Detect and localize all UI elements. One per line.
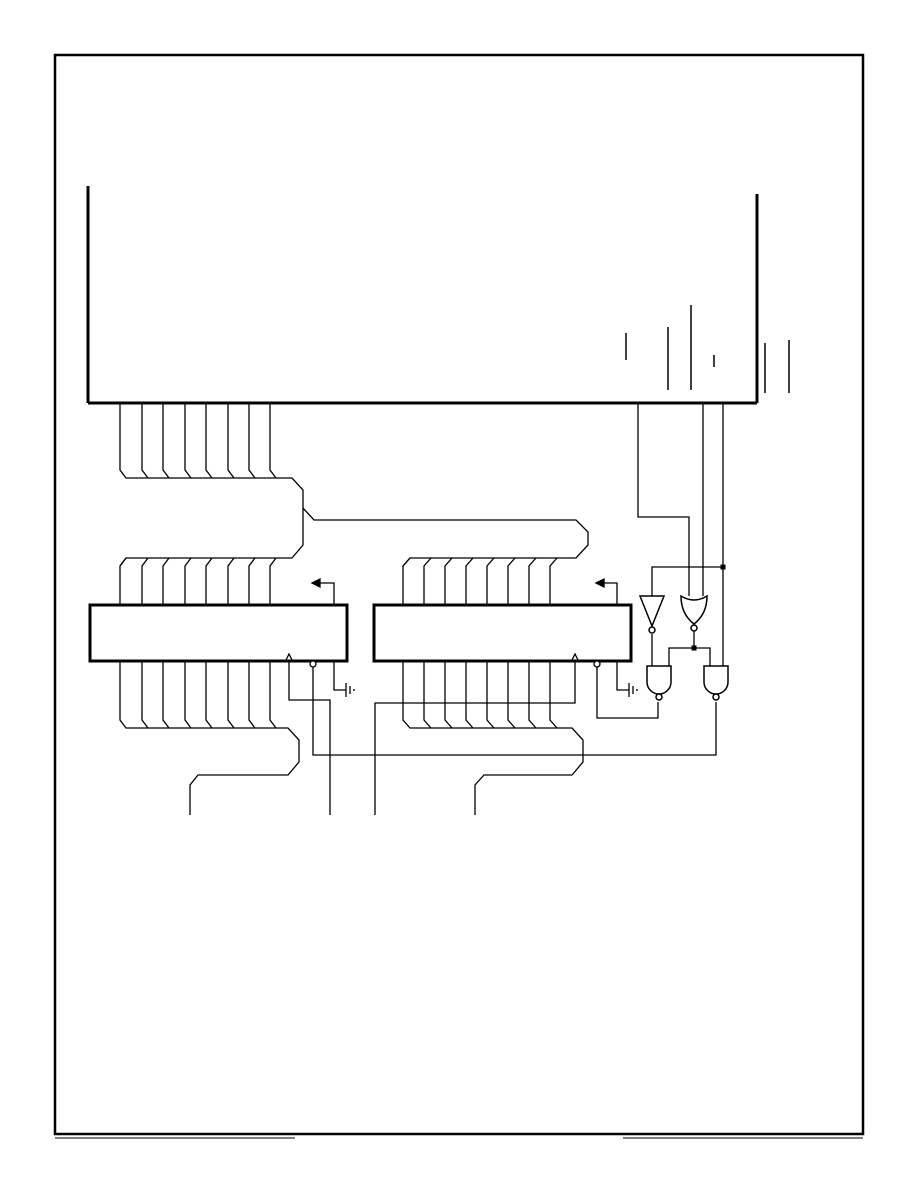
latch-2 <box>372 603 633 663</box>
latch-1-control <box>285 652 717 815</box>
or-gate <box>680 594 708 632</box>
data-bus-upper <box>119 403 589 605</box>
processor-pin-stubs <box>625 305 790 393</box>
arrow-latch-2 <box>594 577 618 605</box>
latch-2-control <box>374 652 659 815</box>
and-gate-right <box>703 665 729 701</box>
processor-block <box>86 186 759 405</box>
latch-1 <box>88 603 349 663</box>
latch-1-outputs <box>119 661 300 815</box>
arrow-latch-1 <box>310 577 335 605</box>
control-wiring <box>637 403 726 666</box>
and-gate-left <box>646 665 672 701</box>
page-frame <box>53 53 865 1136</box>
inverter-gate <box>638 595 666 634</box>
latch-2-outputs <box>402 661 584 815</box>
